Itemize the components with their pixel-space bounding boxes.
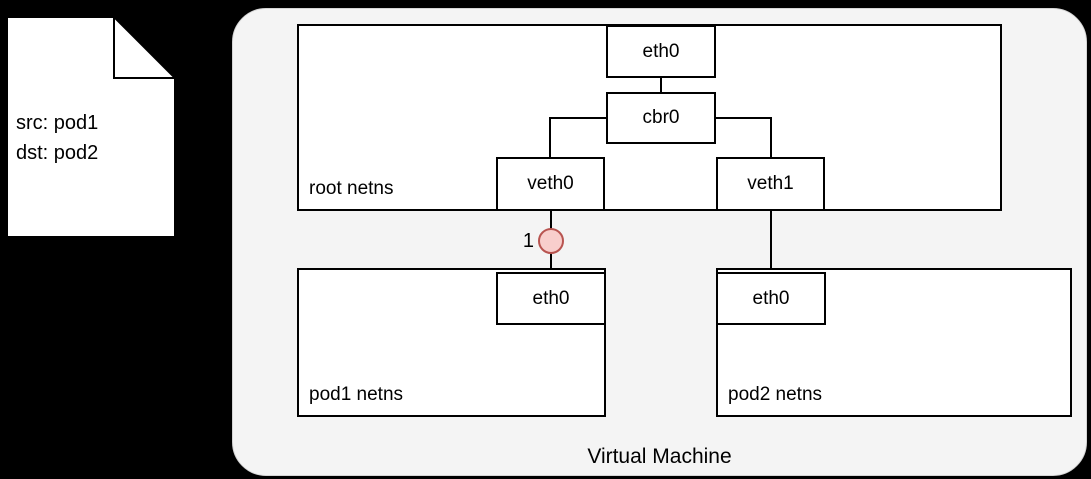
hop-marker-1-circle-icon: [538, 228, 564, 254]
packet-note-shape: [6, 16, 176, 238]
pod1-netns-label: pod1 netns: [309, 384, 404, 405]
link-cbr0-veth1-v: [770, 117, 772, 159]
virtual-machine-label: Virtual Machine: [587, 445, 732, 468]
bridge-cbr0-label: cbr0: [642, 107, 680, 128]
pod2-netns-label: pod2 netns: [728, 384, 823, 405]
interface-veth0: veth0: [496, 157, 605, 211]
interface-eth0-root: eth0: [606, 25, 716, 78]
link-cbr0-veth1-h: [715, 117, 772, 119]
interface-eth0-pod2: eth0: [716, 272, 826, 325]
interface-veth1-label: veth1: [747, 173, 794, 194]
interface-eth0-pod1-label: eth0: [532, 287, 570, 309]
bridge-cbr0: cbr0: [606, 92, 716, 144]
interface-eth0-pod1: eth0: [496, 272, 606, 325]
link-cbr0-veth0-h: [549, 117, 607, 119]
link-veth1-pod2eth0: [770, 209, 772, 274]
interface-eth0-pod2-label: eth0: [752, 287, 790, 309]
root-netns-label: root netns: [309, 178, 394, 199]
interface-veth0-label: veth0: [527, 173, 574, 194]
packet-note: src: pod1 dst: pod2: [6, 16, 176, 238]
link-eth0root-cbr0: [660, 77, 662, 93]
interface-veth1: veth1: [716, 157, 825, 211]
hop-marker-1-label: 1: [522, 230, 534, 252]
packet-note-text: src: pod1 dst: pod2: [16, 112, 99, 164]
link-cbr0-veth0-v: [549, 117, 551, 159]
interface-eth0-root-label: eth0: [642, 40, 680, 62]
